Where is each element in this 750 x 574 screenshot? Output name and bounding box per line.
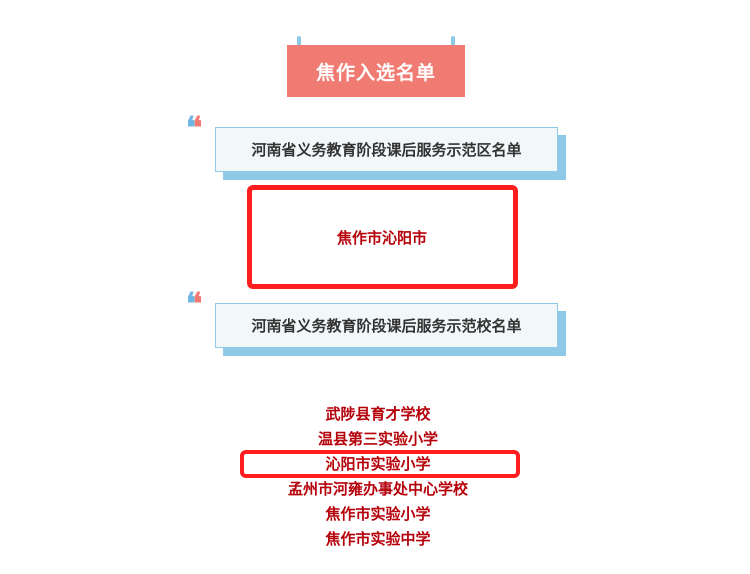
quote-right-coral-icon: ❛ — [192, 287, 203, 322]
pin-icon — [451, 36, 455, 50]
highlight-box-district — [247, 185, 518, 289]
pin-icon — [297, 36, 301, 50]
section-header-school: 河南省义务教育阶段课后服务示范校名单 — [215, 303, 566, 356]
school-item: 沁阳市实验小学 — [325, 455, 431, 473]
header-label: 河南省义务教育阶段课后服务示范区名单 — [215, 127, 558, 172]
banner-title: 焦作入选名单 — [287, 45, 465, 97]
quote-mark-icon: ❛❛ — [186, 290, 202, 320]
header-label: 河南省义务教育阶段课后服务示范校名单 — [215, 303, 558, 348]
quote-left-blue-icon: ❛ — [186, 111, 196, 146]
school-item: 武陟县育才学校 — [325, 405, 431, 423]
district-item: 焦作市沁阳市 — [336, 228, 427, 247]
school-item: 孟州市河雍办事处中心学校 — [287, 480, 468, 498]
school-item: 温县第三实验小学 — [317, 430, 438, 448]
quote-mark-icon: ❛❛ — [186, 114, 202, 144]
school-list: 武陟县育才学校 温县第三实验小学 沁阳市实验小学 孟州市河雍办事处中心学校 焦作… — [0, 402, 750, 552]
quote-right-coral-icon: ❛ — [192, 111, 203, 146]
section-header-district: 河南省义务教育阶段课后服务示范区名单 — [215, 127, 566, 180]
highlight-box-school — [240, 450, 520, 478]
quote-left-blue-icon: ❛ — [186, 287, 196, 322]
school-item: 焦作市实验小学 — [325, 505, 431, 523]
school-item: 焦作市实验中学 — [325, 530, 431, 548]
